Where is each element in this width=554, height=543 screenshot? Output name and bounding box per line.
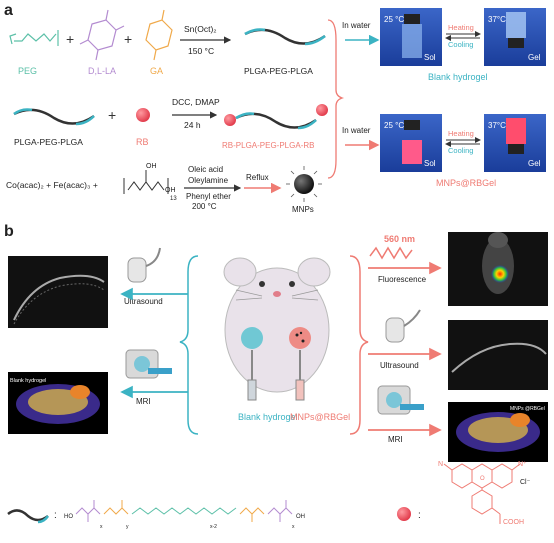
legend-sub-x: x xyxy=(100,524,103,530)
rb-product-label: RB-PLGA-PEG-PLGA-RB xyxy=(222,141,314,150)
legend-oh-end: OH xyxy=(296,514,305,520)
plus-sign-3: + xyxy=(108,107,116,123)
panel-a-brace xyxy=(327,19,345,179)
plus-sign: + xyxy=(66,31,74,47)
heating-label-2: Heating xyxy=(448,129,474,138)
oh-label-2: OH xyxy=(165,187,176,194)
nm560-label: 560 nm xyxy=(384,234,415,244)
mnps-tag: MNPs @RBGel xyxy=(510,406,545,412)
t37-label-2: 37°C xyxy=(488,121,506,130)
reflux-label: Reflux xyxy=(246,173,269,182)
t25-label-1: 25 °C xyxy=(384,15,404,24)
temp-200-label: 200 °C xyxy=(192,202,217,211)
in-water-label-2: In water xyxy=(342,126,371,135)
mouse-illustration xyxy=(223,257,331,401)
mri-label-right: MRI xyxy=(388,435,403,444)
wave-icon xyxy=(369,246,413,260)
mnps-rbgel-b-label: MNPs@RBGel xyxy=(290,412,350,422)
diol-structure xyxy=(123,170,169,194)
oleylamine-label: Oleylamine xyxy=(188,176,229,185)
rb-o: O xyxy=(480,476,485,482)
mri-image-right xyxy=(448,402,548,462)
panel-a-label: a xyxy=(4,2,13,19)
dcc-dmap-label: DCC, DMAP xyxy=(172,97,220,107)
panel-b-label: b xyxy=(4,223,14,240)
left-brace xyxy=(179,255,199,435)
mri-scanner-right xyxy=(377,385,424,415)
dlla-structure xyxy=(79,9,125,61)
legend-colon-1: : xyxy=(54,510,57,521)
vial-gel-blank: 37°C Gel xyxy=(484,8,546,66)
ga-label: GA xyxy=(150,66,163,76)
cooling-label-1: Cooling xyxy=(448,40,473,49)
blank-hydrogel-title: Blank hydrogel xyxy=(428,72,488,82)
plus-sign-2: + xyxy=(124,31,132,47)
ultrasound-probe-left xyxy=(127,247,161,283)
ultrasound-label-left: Ultrasound xyxy=(124,297,163,306)
mri-image-left xyxy=(8,372,108,434)
h24-label: 24 h xyxy=(184,120,201,130)
gel-label-1: Gel xyxy=(528,53,541,62)
rb-icon xyxy=(136,108,150,122)
mnps-rbgel-title: MNPs@RBGel xyxy=(436,178,496,188)
right-brace xyxy=(349,255,369,435)
co-fe-label: Co(acac)₂ + Fe(acac)₃ + xyxy=(6,180,98,190)
mri-scanner-left xyxy=(125,349,172,379)
peg-label: PEG xyxy=(18,66,37,76)
legend-chain-icon xyxy=(7,509,49,522)
mri-label-left: MRI xyxy=(136,397,151,406)
legend-sub-x2: x-2 xyxy=(210,524,217,530)
fluorescence-label: Fluorescence xyxy=(378,275,427,284)
legend-polymer-structure: HO x y x-2 x OH xyxy=(64,500,305,530)
cooling-label-2: Cooling xyxy=(448,146,473,155)
vial-sol-mnps: 25 °C Sol xyxy=(380,114,442,172)
plga-peg-plga-left-label: PLGA-PEG-PLGA xyxy=(14,137,83,147)
n13-label: 13 xyxy=(170,196,177,202)
ga-structure xyxy=(145,9,173,61)
temp-150-label: 150 °C xyxy=(188,46,214,56)
phenyl-ether-label: Phenyl ether xyxy=(186,192,231,201)
catalyst-label: Sn(Oct)₂ xyxy=(184,24,217,34)
rb-n-left: N xyxy=(438,461,443,468)
in-water-label-1: In water xyxy=(342,21,371,30)
t37-label-1: 37°C xyxy=(488,15,506,24)
legend-ho: HO xyxy=(64,514,73,520)
plga-peg-plga-left-chain xyxy=(13,108,95,125)
ultrasound-probe-right xyxy=(385,309,421,343)
legend-colon-2: : xyxy=(418,510,421,521)
mnps-label: MNPs xyxy=(292,205,314,214)
oh-label-1: OH xyxy=(146,163,157,170)
mnp-particle-icon xyxy=(286,166,322,202)
rb-n-plus: N⁺ xyxy=(518,461,527,468)
blank-hydrogel-b-label: Blank hydrogel xyxy=(238,412,298,422)
heating-label-1: Heating xyxy=(448,23,474,32)
peg-structure xyxy=(9,30,59,46)
rb-cl: Cl⁻ xyxy=(520,479,531,486)
dlla-label: D,L-LA xyxy=(88,66,116,76)
legend-sub-y: y xyxy=(126,524,129,530)
sol-label-1: Sol xyxy=(424,53,436,62)
ultrasound-image-right xyxy=(448,320,548,390)
blank-hydrogel-tag: Blank hydrogel xyxy=(10,378,46,384)
fluorescence-image xyxy=(448,232,548,306)
legend-rb-icon xyxy=(397,507,411,521)
rb-cooh: COOH xyxy=(503,519,524,526)
ultrasound-image-left xyxy=(8,256,108,328)
ultrasound-label-right: Ultrasound xyxy=(380,361,419,370)
rb-label: RB xyxy=(136,137,149,147)
oleic-label: Oleic acid xyxy=(188,165,223,174)
vial-sol-blank: 25 °C Sol xyxy=(380,8,442,66)
sol-label-2: Sol xyxy=(424,159,436,168)
t25-label-2: 25 °C xyxy=(384,121,404,130)
plga-peg-plga-label: PLGA-PEG-PLGA xyxy=(244,66,313,76)
legend-sub-x-r: x xyxy=(292,524,295,530)
rb-plga-chain xyxy=(224,104,328,130)
gel-label-2: Gel xyxy=(528,159,541,168)
vial-gel-mnps: 37°C Gel xyxy=(484,114,546,172)
rhodamine-b-structure xyxy=(443,463,521,524)
